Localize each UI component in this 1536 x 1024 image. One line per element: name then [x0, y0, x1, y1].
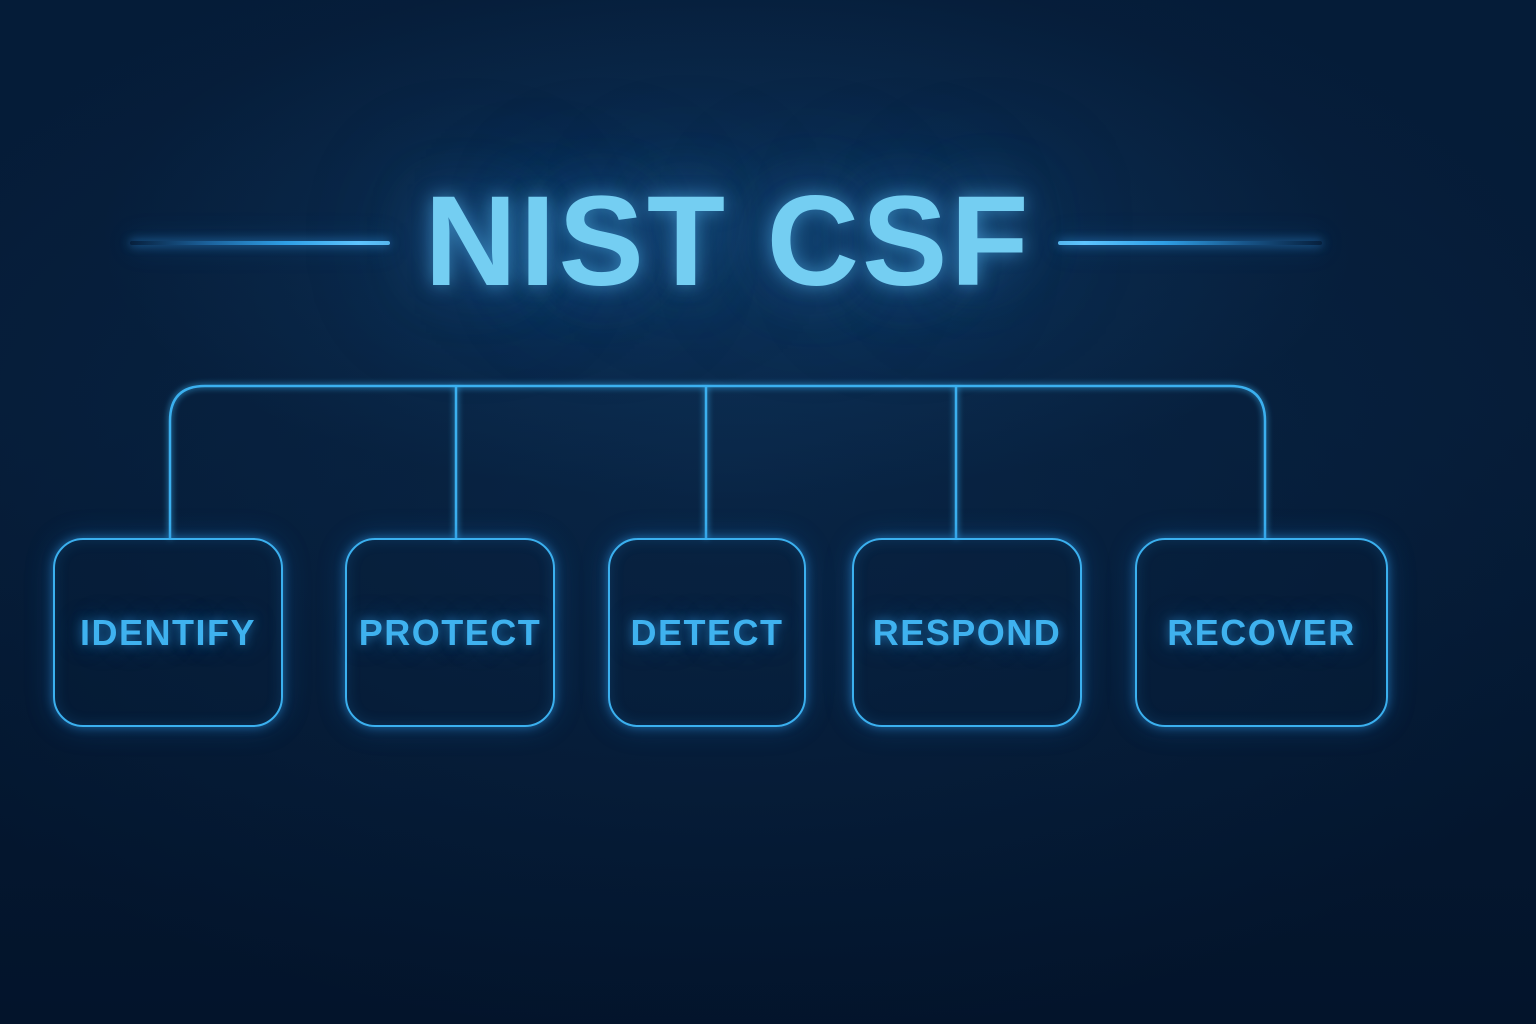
node-recover-label: RECOVER [1167, 611, 1356, 653]
node-identify: IDENTIFY [53, 538, 283, 727]
node-detect: DETECT [608, 538, 806, 727]
node-protect-label: PROTECT [358, 611, 542, 653]
node-respond-label: RESPOND [872, 611, 1062, 653]
node-detect-label: DETECT [630, 611, 784, 653]
title-divider-right-line [1058, 241, 1322, 245]
node-recover: RECOVER [1135, 538, 1388, 727]
title-divider-left-line [130, 241, 390, 245]
node-protect: PROTECT [345, 538, 555, 727]
page-title: NIST CSF [424, 170, 1032, 313]
node-identify-label: IDENTIFY [79, 611, 256, 653]
node-respond: RESPOND [852, 538, 1082, 727]
connector-path [168, 384, 1267, 539]
